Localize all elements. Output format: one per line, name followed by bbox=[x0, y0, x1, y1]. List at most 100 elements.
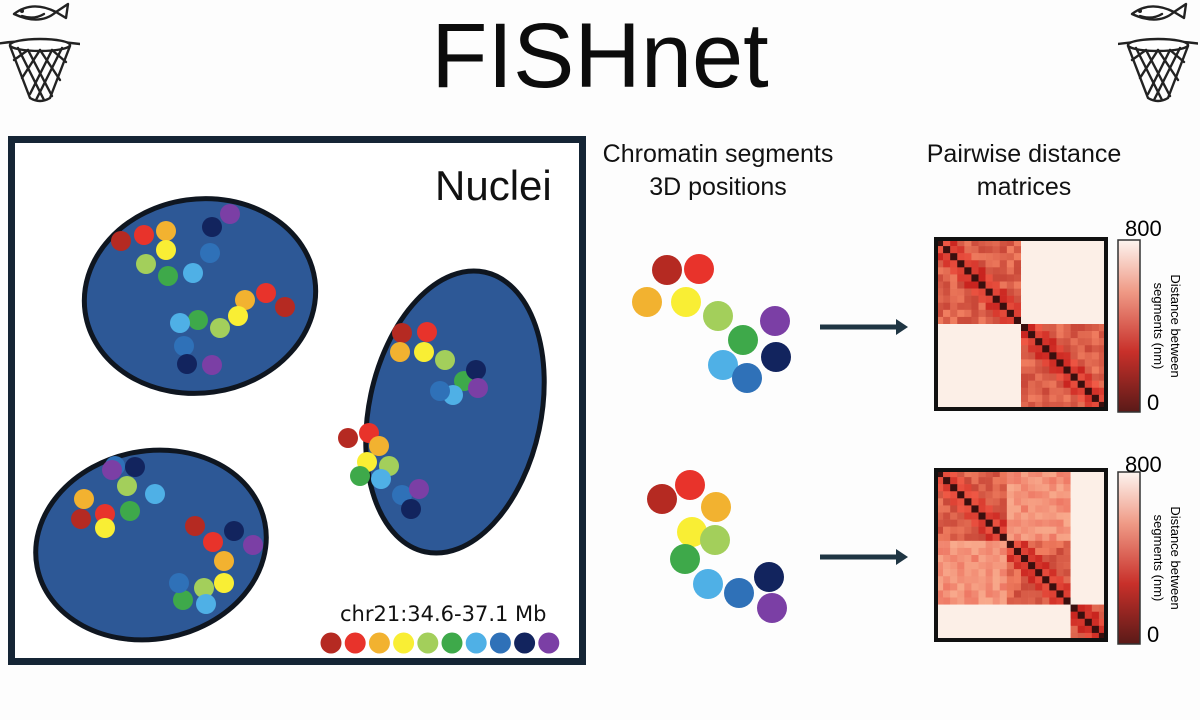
matrix-cell bbox=[999, 345, 1008, 353]
matrix-cell bbox=[1084, 484, 1093, 492]
matrix-cell bbox=[999, 583, 1008, 591]
matrix-cell bbox=[1042, 387, 1050, 396]
matrix-cell bbox=[1091, 239, 1100, 247]
matrix-cell bbox=[1049, 484, 1057, 492]
matrix-cell bbox=[1056, 366, 1064, 374]
matrix-cell bbox=[936, 569, 944, 577]
matrix-cell bbox=[971, 632, 979, 641]
matrix-cell bbox=[1021, 373, 1029, 381]
matrix-cell bbox=[964, 274, 972, 282]
matrix-cell bbox=[978, 491, 986, 499]
nucleus-segment-dot bbox=[371, 469, 391, 489]
matrix-cell bbox=[992, 491, 1001, 499]
matrix-cell bbox=[957, 484, 965, 492]
matrix-cell bbox=[1077, 611, 1086, 620]
matrix-cell bbox=[1098, 625, 1107, 634]
matrix-cell bbox=[1077, 505, 1086, 513]
matrix-cell bbox=[1084, 345, 1093, 353]
matrix-cell bbox=[1035, 590, 1043, 598]
matrix-cell bbox=[1098, 338, 1107, 346]
matrix-cell bbox=[1042, 324, 1050, 332]
colorbar-max-label: 800 bbox=[1125, 452, 1162, 477]
nuclei-illustration bbox=[33, 196, 560, 654]
matrix-cell bbox=[999, 316, 1008, 325]
matrix-cell bbox=[1042, 302, 1050, 311]
matrix-cell bbox=[1028, 491, 1036, 499]
matrix-cell bbox=[950, 331, 958, 339]
matrix-cell bbox=[999, 253, 1008, 261]
matrix-cell bbox=[992, 484, 1001, 492]
matrix-cell bbox=[1006, 288, 1015, 296]
matrix-cell bbox=[943, 470, 951, 478]
matrix-cell bbox=[1070, 576, 1078, 584]
matrix-cell bbox=[950, 477, 958, 485]
matrix-cell bbox=[992, 583, 1001, 591]
matrix-cell bbox=[1056, 316, 1064, 325]
matrix-cell bbox=[950, 491, 958, 499]
matrix-cell bbox=[1049, 562, 1057, 570]
matrix-cell bbox=[1084, 401, 1093, 410]
matrix-cell bbox=[1063, 401, 1071, 410]
matrix-cell bbox=[1063, 239, 1071, 247]
matrix-cell bbox=[964, 618, 972, 627]
matrix-cell bbox=[936, 309, 944, 318]
matrix-cell bbox=[992, 288, 1001, 296]
matrix-cell bbox=[964, 267, 972, 275]
matrix-cell bbox=[985, 288, 993, 296]
matrix-cell bbox=[1021, 302, 1029, 311]
matrix-cell bbox=[985, 394, 993, 403]
matrix-cell bbox=[1028, 618, 1036, 627]
matrix-cell bbox=[1070, 491, 1078, 499]
matrix-cell bbox=[1028, 526, 1036, 535]
matrix-cell bbox=[1013, 583, 1022, 591]
matrix-cell bbox=[1035, 470, 1043, 478]
matrix-cell bbox=[992, 625, 1001, 634]
matrix-cell bbox=[1013, 309, 1022, 318]
matrix-cell bbox=[1049, 590, 1057, 598]
matrix-cell bbox=[1042, 505, 1050, 513]
matrix-cell bbox=[1070, 366, 1078, 374]
matrix-cell bbox=[1021, 380, 1029, 389]
matrix-cell bbox=[950, 253, 958, 261]
matrix-cell bbox=[936, 562, 944, 570]
matrix-cell bbox=[964, 526, 972, 535]
matrix-cell bbox=[999, 562, 1008, 570]
matrix-cell bbox=[1084, 373, 1093, 381]
matrix-cell bbox=[978, 625, 986, 634]
nucleus-segment-dot bbox=[417, 322, 437, 342]
matrix-cell bbox=[1063, 366, 1071, 374]
matrix-cell bbox=[1006, 401, 1015, 410]
matrix-cell bbox=[1035, 359, 1043, 367]
top-cluster-segment-dot bbox=[760, 306, 790, 336]
matrix-cell bbox=[950, 533, 958, 542]
matrix-cell bbox=[1006, 618, 1015, 627]
matrix-cell bbox=[1077, 295, 1086, 304]
matrix-cell bbox=[943, 324, 951, 332]
matrix-cell bbox=[999, 569, 1008, 577]
matrix-cell bbox=[985, 533, 993, 542]
matrix-cell bbox=[1028, 533, 1036, 542]
matrix-cell bbox=[1091, 526, 1100, 535]
matrix-cell bbox=[964, 302, 972, 311]
colorbar-axis-label-line2: segments (nm) bbox=[1151, 283, 1166, 370]
matrix-cell bbox=[1056, 491, 1064, 499]
matrix-cell bbox=[1098, 583, 1107, 591]
matrix-cell bbox=[964, 484, 972, 492]
matrix-cell bbox=[1077, 309, 1086, 318]
nucleus-segment-dot bbox=[224, 521, 244, 541]
matrix-cell bbox=[943, 477, 951, 485]
bottom-cluster-segment-dot bbox=[700, 525, 730, 555]
top-cluster-segment-dot bbox=[671, 287, 701, 317]
matrix-cell bbox=[1070, 611, 1078, 620]
nucleus-segment-dot bbox=[409, 479, 429, 499]
matrix-cell bbox=[978, 547, 986, 556]
matrix-cell bbox=[1077, 470, 1086, 478]
matrix-cell bbox=[943, 352, 951, 360]
matrix-cell bbox=[1063, 295, 1071, 304]
matrix-cell bbox=[978, 512, 986, 520]
matrix-cell bbox=[1063, 562, 1071, 570]
matrix-cell bbox=[1006, 484, 1015, 492]
matrix-cell bbox=[1013, 625, 1022, 634]
matrix-cell bbox=[1098, 618, 1107, 627]
matrix-cell bbox=[957, 302, 965, 311]
